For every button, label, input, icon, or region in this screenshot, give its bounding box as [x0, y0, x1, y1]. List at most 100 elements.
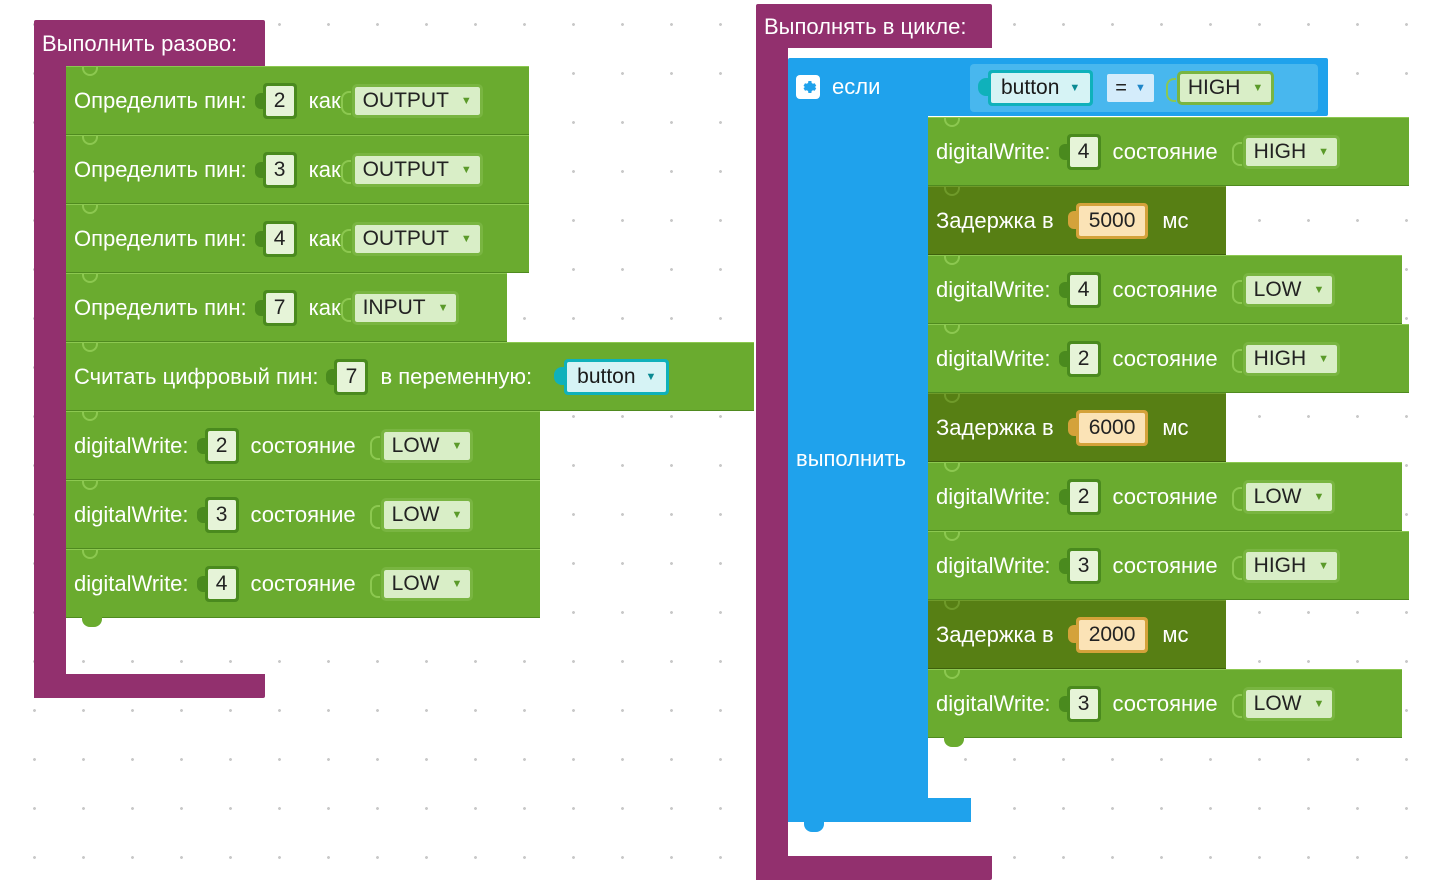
pin-number-input[interactable]: 2: [1058, 340, 1101, 377]
dropdown-arrow-icon: ▼: [1252, 82, 1264, 94]
digital-write-label: digitalWrite:: [936, 483, 1051, 509]
pin-number-input[interactable]: 3: [254, 151, 297, 188]
pin-number-input[interactable]: 2: [254, 82, 297, 119]
gear-icon[interactable]: [796, 75, 820, 99]
if-label: если: [832, 74, 881, 99]
pin-number-input[interactable]: 4: [196, 565, 239, 602]
digital-write-row[interactable]: digitalWrite: 4 состояние LOW▼: [928, 255, 1402, 324]
state-dropdown[interactable]: LOW▼: [1231, 479, 1336, 514]
digital-write-row[interactable]: digitalWrite: 3 состояние LOW▼: [66, 480, 540, 549]
state-dropdown[interactable]: HIGH▼: [1231, 548, 1341, 583]
pin-number-input[interactable]: 2: [196, 427, 239, 464]
state-label: состояние: [1112, 552, 1218, 578]
pin-number-input[interactable]: 7: [326, 358, 369, 395]
pin-number-input[interactable]: 4: [254, 220, 297, 257]
state-label: состояние: [1112, 690, 1218, 716]
delay-value-input[interactable]: 6000: [1067, 409, 1149, 446]
pin-define-label: Определить пин:: [74, 156, 247, 182]
pin-mode-dropdown[interactable]: OUTPUT▼: [340, 83, 483, 118]
dropdown-arrow-icon: ▼: [460, 163, 472, 176]
delay-label: Задержка в: [936, 207, 1054, 233]
pin-number-input[interactable]: 3: [1058, 685, 1101, 722]
state-dropdown[interactable]: LOW▼: [369, 566, 474, 601]
dropdown-arrow-icon: ▼: [460, 94, 472, 107]
digital-write-row[interactable]: digitalWrite: 2 состояние LOW▼: [66, 411, 540, 480]
pin-mode-dropdown[interactable]: INPUT▼: [340, 290, 460, 325]
pin-number-input[interactable]: 3: [196, 496, 239, 533]
variable-dropdown[interactable]: button▼: [554, 358, 670, 395]
state-dropdown[interactable]: HIGH▼: [1231, 341, 1341, 376]
condition-variable-dropdown[interactable]: button▼: [977, 70, 1094, 106]
pin-number-input[interactable]: 4: [1058, 133, 1101, 170]
digital-write-row[interactable]: digitalWrite: 2 состояние HIGH▼: [928, 324, 1409, 393]
delay-row[interactable]: Задержка в 2000 мс: [928, 600, 1226, 669]
digital-write-label: digitalWrite:: [74, 432, 189, 458]
delay-value-input[interactable]: 2000: [1067, 616, 1149, 653]
pin-number-input[interactable]: 2: [1058, 478, 1101, 515]
state-label: состояние: [1112, 138, 1218, 164]
digital-write-row[interactable]: digitalWrite: 2 состояние LOW▼: [928, 462, 1402, 531]
dropdown-arrow-icon: ▼: [1313, 490, 1325, 503]
as-label: как: [308, 225, 341, 251]
digital-write-label: digitalWrite:: [936, 345, 1051, 371]
state-label: состояние: [250, 570, 356, 596]
if-block-arm: [788, 110, 928, 822]
condition-compare[interactable]: button▼ =▼ HIGH▼: [970, 64, 1318, 112]
digital-write-label: digitalWrite:: [74, 501, 189, 527]
read-pin-row[interactable]: Считать цифровый пин: 7 в переменную: bu…: [66, 342, 754, 411]
setup-pin-row[interactable]: Определить пин: 7 как INPUT▼: [66, 273, 507, 342]
state-label: состояние: [1112, 345, 1218, 371]
digital-write-label: digitalWrite:: [936, 276, 1051, 302]
dropdown-arrow-icon: ▼: [451, 508, 463, 521]
dropdown-arrow-icon: ▼: [645, 370, 657, 383]
setup-pin-row[interactable]: Определить пин: 4 как OUTPUT▼: [66, 204, 529, 273]
state-dropdown[interactable]: LOW▼: [369, 428, 474, 463]
dropdown-arrow-icon: ▼: [1318, 145, 1330, 158]
state-dropdown[interactable]: LOW▼: [1231, 686, 1336, 721]
dropdown-arrow-icon: ▼: [1313, 283, 1325, 296]
if-block-tab: [804, 820, 824, 832]
pin-number-input[interactable]: 4: [1058, 271, 1101, 308]
state-dropdown[interactable]: LOW▼: [369, 497, 474, 532]
digital-write-row[interactable]: digitalWrite: 3 состояние LOW▼: [928, 669, 1402, 747]
setup-block-arm: [34, 60, 66, 698]
pin-mode-dropdown[interactable]: OUTPUT▼: [340, 221, 483, 256]
as-label: как: [308, 87, 341, 113]
pin-define-label: Определить пин:: [74, 87, 247, 113]
delay-unit-label: мс: [1162, 207, 1189, 233]
setup-block-title: Выполнить разово:: [42, 31, 238, 56]
setup-pin-row[interactable]: Определить пин: 3 как OUTPUT▼: [66, 135, 529, 204]
state-dropdown[interactable]: HIGH▼: [1231, 134, 1341, 169]
delay-value-input[interactable]: 5000: [1067, 202, 1149, 239]
pin-define-label: Определить пин:: [74, 225, 247, 251]
loop-block[interactable]: [756, 4, 992, 48]
digital-write-row[interactable]: digitalWrite: 4 состояние HIGH▼: [928, 117, 1409, 186]
delay-unit-label: мс: [1162, 621, 1189, 647]
digital-write-label: digitalWrite:: [936, 690, 1051, 716]
state-label: состояние: [250, 432, 356, 458]
operator-dropdown[interactable]: =▼: [1107, 74, 1154, 102]
digital-write-row[interactable]: digitalWrite: 4 состояние LOW▼: [66, 549, 540, 627]
delay-label: Задержка в: [936, 621, 1054, 647]
pin-number-input[interactable]: 3: [1058, 547, 1101, 584]
setup-block[interactable]: [34, 20, 265, 66]
state-label: состояние: [250, 501, 356, 527]
dropdown-arrow-icon: ▼: [1313, 697, 1325, 710]
delay-row[interactable]: Задержка в 5000 мс: [928, 186, 1226, 255]
pin-define-label: Определить пин:: [74, 294, 247, 320]
delay-row[interactable]: Задержка в 6000 мс: [928, 393, 1226, 462]
dropdown-arrow-icon: ▼: [451, 439, 463, 452]
setup-pin-row[interactable]: Определить пин: 2 как OUTPUT▼: [66, 66, 529, 135]
pin-mode-dropdown[interactable]: OUTPUT▼: [340, 152, 483, 187]
state-dropdown[interactable]: LOW▼: [1231, 272, 1336, 307]
dropdown-arrow-icon: ▼: [1318, 559, 1330, 572]
into-variable-label: в переменную:: [380, 363, 533, 389]
pin-number-input[interactable]: 7: [254, 289, 297, 326]
if-block-foot: [788, 798, 971, 822]
loop-block-title: Выполнять в цикле:: [764, 14, 967, 39]
digital-write-row[interactable]: digitalWrite: 3 состояние HIGH▼: [928, 531, 1409, 600]
condition-value-dropdown[interactable]: HIGH▼: [1165, 71, 1275, 105]
dropdown-arrow-icon: ▼: [437, 301, 449, 314]
setup-block-foot: [34, 674, 265, 698]
dropdown-arrow-icon: ▼: [1134, 82, 1146, 94]
